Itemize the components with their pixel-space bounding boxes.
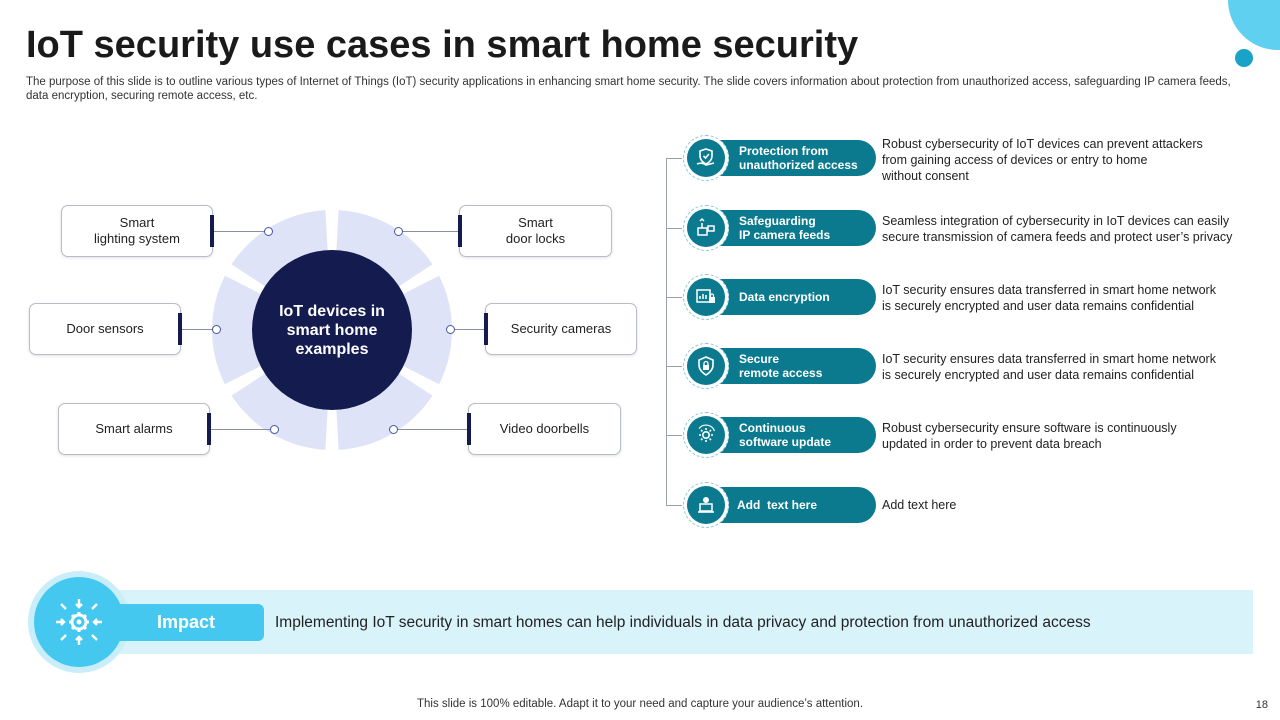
wheel-segment [231,373,328,450]
use-case-icon-circle [683,135,729,181]
use-case-description: Robust cybersecurity ensure software is … [882,421,1177,451]
use-case-icon-circle [683,412,729,458]
device-security-cameras: Security cameras [485,303,637,355]
use-case-icon-circle [683,343,729,389]
list-tick [666,366,682,367]
use-case-icon-circle [683,482,729,528]
impact-label: Impact [108,604,264,641]
use-case-label: Continuous software update [739,421,832,449]
use-case-pill: Protection from unauthorized access [700,140,876,176]
use-case-icon-circle [683,205,729,251]
hub-label: IoT devices in smart home examples [279,302,385,358]
hub-circle: IoT devices in smart home examples [252,250,412,410]
device-label: Smart lighting system [94,215,180,246]
impact-text: Implementing IoT security in smart homes… [275,614,1091,631]
page-number: 18 [1255,699,1268,711]
decorative-circle-small [1235,49,1253,67]
connector-node [394,227,403,236]
list-tick [666,228,682,229]
device-label: Video doorbells [499,421,590,436]
secure-shield-icon [698,356,714,376]
use-case-label: Safeguarding IP camera feeds [739,214,831,242]
device-wheel [212,210,452,450]
connector-line [450,329,484,330]
wheel-segment [336,373,433,450]
use-case-pill: Add text here [700,487,876,523]
device-accent-bar [210,215,214,247]
connector-line [393,429,467,430]
device-accent-bar [207,413,211,445]
list-tick [666,297,682,298]
connector-node [389,425,398,434]
use-case-description: IoT security ensures data transferred in… [882,352,1216,382]
device-smart-lighting: Smart lighting system [61,205,213,257]
use-case-label: Secure remote access [739,352,823,380]
use-case-pill: Data encryption [700,279,876,315]
wheel-segment [231,210,328,287]
use-case-label: Add text here [737,498,818,512]
gear-refresh-icon [698,424,716,442]
device-label: Door sensors [66,321,144,336]
list-spine [666,158,667,506]
list-tick [666,435,682,436]
use-case-description: Seamless integration of cybersecurity in… [882,214,1233,244]
use-case-icon-circle [683,274,729,320]
device-label: Security cameras [510,321,612,336]
use-case-label: Protection from unauthorized access [739,144,858,172]
device-accent-bar [484,313,488,345]
wheel-segment [336,210,433,287]
use-case-description: Add text here [882,498,957,512]
wheel-segment [403,275,452,385]
list-tick [666,505,682,506]
device-video-doorbells: Video doorbells [468,403,621,455]
use-case-description: IoT security ensures data transferred in… [882,283,1216,313]
page-subtitle: The purpose of this slide is to outline … [26,76,1231,102]
person-laptop-icon [698,497,714,513]
network-gear-icon [56,599,102,645]
device-label: Smart alarms [95,421,173,436]
device-door-sensors: Door sensors [29,303,181,355]
device-accent-bar [467,413,471,445]
wheel-segment [212,275,261,385]
device-accent-bar [178,313,182,345]
connector-line [182,329,218,330]
connector-line [211,429,275,430]
connector-line [398,231,458,232]
connector-node [270,425,279,434]
connector-node [264,227,273,236]
connector-line [214,231,270,232]
use-case-pill: Safeguarding IP camera feeds [700,210,876,246]
device-smart-alarms: Smart alarms [58,403,210,455]
shield-hand-icon [696,148,715,166]
page-title: IoT security use cases in smart home sec… [26,24,859,66]
connector-node [212,325,221,334]
device-label: Smart door locks [505,215,566,246]
camera-feed-icon [697,217,715,236]
connector-node [446,325,455,334]
encrypted-chart-icon [696,289,715,303]
list-tick [666,158,682,159]
use-case-pill: Continuous software update [700,417,876,453]
wheel-segments [212,210,452,450]
use-case-pill: Secure remote access [700,348,876,384]
decorative-circle-large [1228,0,1280,50]
impact-banner [90,590,1253,654]
use-case-description: Robust cybersecurity of IoT devices can … [882,137,1203,183]
use-case-label: Data encryption [739,290,830,304]
footer-note: This slide is 100% editable. Adapt it to… [416,698,864,710]
device-accent-bar [458,215,462,247]
device-smart-door-locks: Smart door locks [459,205,612,257]
